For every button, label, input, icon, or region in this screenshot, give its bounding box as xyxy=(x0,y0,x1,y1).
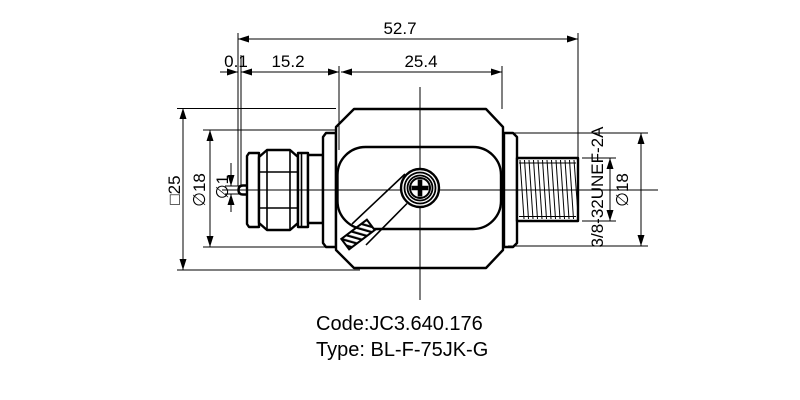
phillips-cross-icon xyxy=(411,179,429,197)
dim-thread-spec: 3/8-32UNEF-2A xyxy=(588,126,607,248)
dim-body-length: 25.4 xyxy=(404,52,437,71)
part-type-label: Type: BL-F-75JK-G xyxy=(316,339,488,361)
ground-strap xyxy=(339,173,408,251)
dim-flange-right-diameter: ∅18 xyxy=(613,173,632,207)
dimension-annotations xyxy=(177,33,648,271)
dim-pin-protrusion: 0.1 xyxy=(224,52,248,71)
part-side-view xyxy=(237,107,580,270)
part-code-label: Code:JC3.640.176 xyxy=(316,313,483,335)
ground-screw-icon xyxy=(399,167,441,209)
dim-flange-left-diameter: ∅18 xyxy=(190,173,209,207)
dim-pin-diameter: ∅1 xyxy=(213,175,232,199)
neck-cylinder xyxy=(306,153,325,225)
dim-connector-length: 15.2 xyxy=(271,52,304,71)
coupling-nut-flats xyxy=(259,150,298,230)
dim-body-square: □25 xyxy=(165,175,184,204)
dim-overall-length: 52.7 xyxy=(383,19,416,38)
